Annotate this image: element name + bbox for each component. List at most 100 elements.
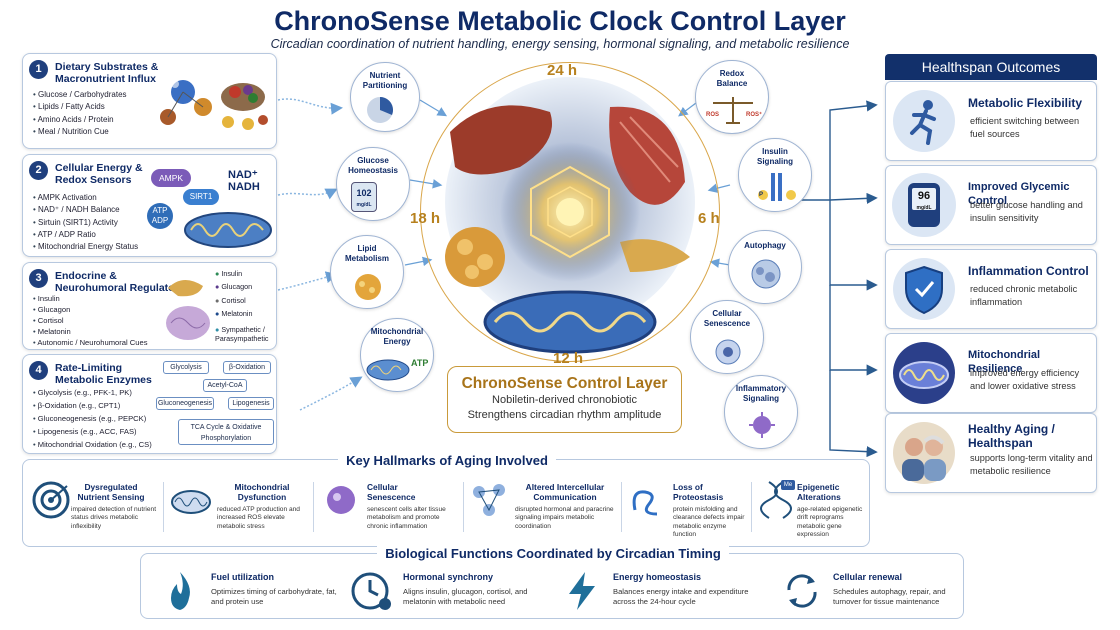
legend-label: Glucagon: [221, 282, 253, 292]
pie-icon: [367, 97, 393, 123]
dna-icon: [760, 481, 792, 519]
food-illustration: [160, 80, 268, 130]
hallmark-desc: age-related epigenetic drift reprograms …: [797, 506, 863, 538]
list-item: ATP / ADP Ratio: [33, 229, 138, 241]
function-desc: Balances energy intake and expenditure a…: [613, 587, 749, 606]
list-item: Amino Acids / Protein: [33, 114, 127, 126]
hallmark-desc: impaired detection of nutrient status dr…: [71, 506, 157, 530]
outcome-desc: better glucose handling and insulin sens…: [970, 200, 1083, 223]
hallmarks-title: Key Hallmarks of Aging Involved: [338, 453, 556, 468]
input-items: Insulin Glucagon Cortisol Melatonin Auto…: [33, 293, 148, 348]
input-box-endocrine: 3 Endocrine & Neurohumoral Regulators In…: [22, 262, 277, 350]
divider: [751, 482, 752, 532]
outcome-title: Metabolic Flexibility: [968, 96, 1083, 110]
legend-item: ● Insulin: [215, 269, 243, 278]
glucose-reading: 96: [917, 190, 931, 202]
function-title: Energy homeostasis: [613, 572, 702, 582]
central-organs-illustration: [445, 77, 695, 354]
glucose-unit: mg/dL: [916, 205, 932, 211]
glucose-reading: 102: [356, 188, 372, 198]
hormone-legend: ● Insulin ● Glucagon ● Cortisol ● Melato…: [215, 267, 277, 343]
divider: [621, 482, 622, 532]
input-title: Dietary Substrates & Macronutrient Influ…: [55, 61, 159, 85]
circadian-clock: [420, 62, 720, 362]
process-label: Nutrient Partitioning: [362, 71, 408, 90]
outcome-title: Healthy Aging / Healthspan: [968, 422, 1055, 450]
function-desc: Aligns insulin, glucagon, cortisol, and …: [403, 587, 528, 606]
hallmarks-header: Key Hallmarks of Aging Involved: [23, 452, 871, 470]
mitochondrion-icon: [366, 359, 410, 381]
protein-icon: [632, 490, 658, 516]
legend-label: Cortisol: [221, 295, 246, 305]
function-title: Fuel utilization: [211, 572, 274, 582]
process-label: Glucose Homeostasis: [348, 156, 398, 175]
list-item: Gluconeogenesis (e.g., PEPCK): [33, 412, 152, 425]
outcome-desc: reduced chronic metabolic inflammation: [970, 284, 1078, 307]
sirt1-pill: SIRT1: [183, 189, 219, 205]
gluconeogenesis-node: Gluconeogenesis: [156, 397, 214, 410]
process-label: Autophagy: [744, 241, 786, 250]
outcomes-header: Healthspan Outcomes: [885, 54, 1097, 80]
list-item: Insulin: [33, 293, 148, 304]
step-number: 3: [29, 269, 48, 288]
input-box-enzymes: 4 Rate-Limiting Metabolic Enzymes Glycol…: [22, 354, 277, 454]
shield-icon: [893, 258, 955, 320]
hallmark-nutrient-sensing: Dysregulated Nutrient Sensing impaired d…: [31, 474, 161, 544]
nad-label: NAD⁺ NADH: [228, 169, 260, 193]
function-hormonal-synchrony: Hormonal synchrony Aligns insulin, gluca…: [351, 564, 551, 616]
process-label: Redox Balance: [716, 69, 748, 88]
divider: [163, 482, 164, 532]
legend-item: ● Melatonin: [215, 309, 253, 319]
input-title: Cellular Energy & Redox Sensors: [55, 162, 143, 186]
process-label: Lipid Metabolism: [344, 244, 389, 263]
atp-label: ATP: [411, 358, 429, 368]
hallmark-title: Loss of Proteostasis: [673, 482, 724, 502]
control-title: ChronoSense Control Layer: [461, 375, 668, 392]
list-item: Autonomic / Neurohumoral Cues: [33, 337, 147, 348]
function-fuel-utilization: Fuel utilization Optimizes timing of car…: [159, 564, 349, 616]
list-item: NAD⁺ / NADH Balance: [33, 204, 138, 216]
control-line-1: Nobiletin-derived chronobiotic: [492, 394, 637, 406]
process-label: Insulin Signaling: [757, 147, 793, 166]
methyl-badge: Me: [781, 480, 795, 490]
divider: [313, 482, 314, 532]
hallmark-proteostasis: Loss of Proteostasis protein misfolding …: [627, 474, 747, 544]
phospho-label: P: [759, 192, 764, 198]
outcome-glycemic-control: 96 mg/dL Improved Glycemic Control better…: [885, 165, 1097, 245]
process-lipid-metabolism: Lipid Metabolism: [330, 235, 404, 309]
boxidation-node: β-Oxidation: [223, 361, 271, 374]
elderly-couple-icon: [893, 422, 955, 484]
legend-label: Insulin: [221, 269, 243, 278]
input-items: Glucose / Carbohydrates Lipids / Fatty A…: [33, 89, 127, 138]
process-inflammatory-signaling: Inflammatory Signaling: [724, 375, 798, 449]
mitochondrion-icon: [893, 342, 955, 404]
senescent-cell-icon: [715, 339, 741, 365]
step-number: 1: [29, 60, 48, 79]
outcome-mitochondrial-resilience: Mitochondrial Resilience improved energy…: [885, 333, 1097, 413]
outcome-title: Improved Glycemic Control: [968, 181, 1070, 207]
function-energy-homeostasis: Energy homeostasis Balances energy intak…: [561, 564, 761, 616]
glycolysis-node: Glycolysis: [163, 361, 209, 374]
outcome-inflammation-control: Inflammation Control reduced chronic met…: [885, 249, 1097, 329]
function-title: Cellular renewal: [833, 572, 903, 582]
hallmarks-panel: Key Hallmarks of Aging Involved Dysregul…: [22, 453, 870, 547]
outcome-metabolic-flexibility: Metabolic Flexibility efficient switchin…: [885, 81, 1097, 161]
atp-label: ATP: [152, 206, 168, 215]
functions-panel: Biological Functions Coordinated by Circ…: [140, 546, 964, 619]
list-item: β-Oxidation (e.g., CPT1): [33, 399, 152, 412]
process-redox-balance: Redox Balance ROS ROS⁺: [695, 60, 769, 134]
lipogenesis-node: Lipogenesis: [228, 397, 274, 410]
target-icon: [32, 481, 70, 519]
process-label: Inflammatory Signaling: [735, 384, 787, 403]
list-item: Cortisol: [33, 315, 148, 326]
network-icon: [473, 484, 505, 516]
process-label: Mitochondrial Energy: [370, 327, 424, 346]
hallmark-desc: reduced ATP production and increased ROS…: [217, 506, 300, 530]
legend-item: ● Cortisol: [215, 295, 246, 305]
input-title: Endocrine & Neurohumoral Regulators: [55, 270, 185, 294]
outcome-desc: supports long-term vitality and metaboli…: [970, 453, 1093, 476]
outcome-title: Mitochondrial Resilience: [968, 349, 1041, 375]
input-items: Glycolysis (e.g., PFK-1, PK) β-Oxidation…: [33, 386, 152, 451]
